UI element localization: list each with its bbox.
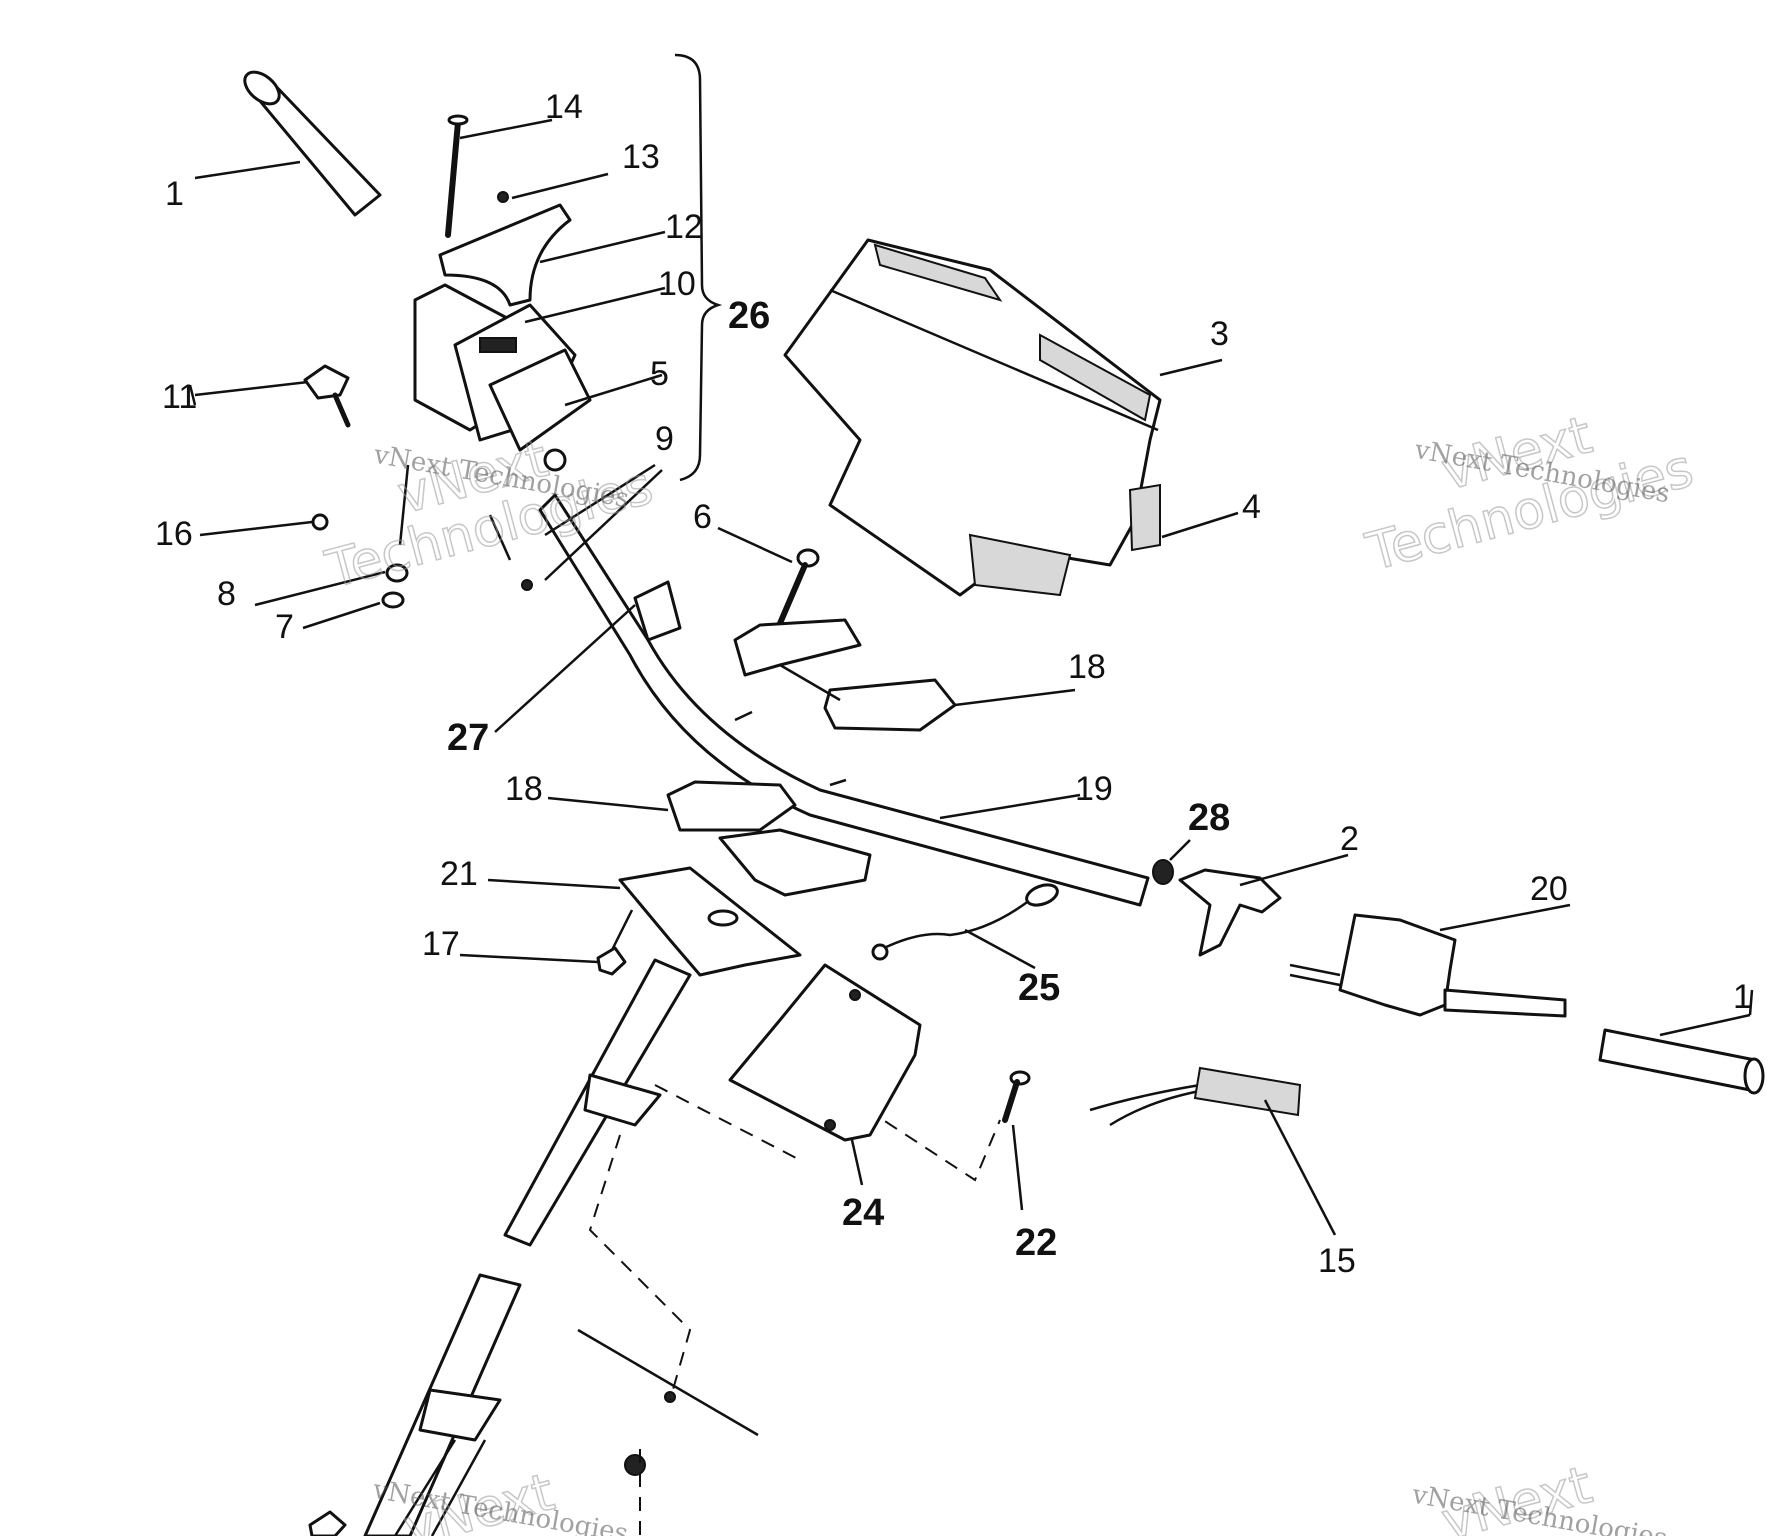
label-11: 11 <box>162 378 197 416</box>
label-27: 27 <box>447 717 489 759</box>
clip-13[interactable] <box>497 191 509 203</box>
washer-7[interactable] <box>381 591 405 609</box>
label-4: 4 <box>1242 488 1261 526</box>
bracket-26 <box>674 53 723 482</box>
light-4[interactable] <box>1128 483 1161 552</box>
throttle-lever-12[interactable] <box>438 203 572 307</box>
label-20: 20 <box>1530 870 1568 908</box>
screw-11[interactable] <box>303 364 351 428</box>
label-1-left: 1 <box>165 175 184 213</box>
bar-clamp-27[interactable] <box>633 580 682 642</box>
label-15: 15 <box>1318 1242 1356 1280</box>
label-25: 25 <box>1018 967 1060 1009</box>
instrument-housing-3[interactable] <box>783 238 1162 597</box>
label-16: 16 <box>155 515 193 553</box>
heater-element-15[interactable] <box>1089 1066 1302 1127</box>
throttle-housing-10[interactable] <box>413 283 592 472</box>
label-9: 9 <box>655 420 674 458</box>
label-5: 5 <box>650 355 669 393</box>
label-12: 12 <box>665 208 703 246</box>
label-3: 3 <box>1210 315 1229 353</box>
label-26: 26 <box>728 295 770 337</box>
label-8: 8 <box>217 575 236 613</box>
bracket-24[interactable] <box>728 963 922 1142</box>
label-18-upper: 18 <box>1068 648 1106 686</box>
label-18-lower: 18 <box>505 770 543 808</box>
screw-22[interactable] <box>1002 1070 1031 1123</box>
pin-14[interactable] <box>445 119 461 238</box>
label-28: 28 <box>1188 797 1230 839</box>
label-13: 13 <box>622 138 660 176</box>
watermark-right: vNext Technologies vNext Technologies <box>1359 405 1700 584</box>
brake-lever-2[interactable] <box>1178 868 1282 957</box>
bar-clamp-lower-18[interactable] <box>666 780 872 897</box>
leader-lines <box>188 118 1754 1236</box>
bar-clamp-upper-18[interactable] <box>733 618 957 732</box>
handlebar-19[interactable] <box>538 493 1150 907</box>
label-21: 21 <box>440 855 478 893</box>
screw-6[interactable] <box>775 548 820 631</box>
label-24: 24 <box>842 1192 884 1234</box>
label-14: 14 <box>545 88 583 126</box>
watermark-left: vNext Technologies vNext Technologies <box>319 428 660 601</box>
bolt-9[interactable] <box>521 579 533 591</box>
switch-housing-20[interactable] <box>1289 913 1567 1018</box>
nut-28[interactable] <box>1152 859 1174 885</box>
label-1-right: 1 <box>1733 978 1752 1016</box>
washer-8[interactable] <box>385 563 409 583</box>
label-19: 19 <box>1075 770 1113 808</box>
right-grip-1[interactable] <box>1598 1028 1765 1095</box>
washer-16[interactable] <box>311 513 329 531</box>
left-grip-1[interactable] <box>239 66 382 217</box>
watermark-bottom-right: vNext vNext Technologies <box>1409 1455 1670 1536</box>
label-10: 10 <box>658 265 696 303</box>
label-22: 22 <box>1015 1222 1057 1264</box>
label-2: 2 <box>1340 820 1359 858</box>
label-17: 17 <box>422 925 460 963</box>
label-7: 7 <box>275 608 294 646</box>
nut-17[interactable] <box>596 946 627 976</box>
tether-cord-25[interactable] <box>871 881 1060 961</box>
label-6: 6 <box>693 498 712 536</box>
